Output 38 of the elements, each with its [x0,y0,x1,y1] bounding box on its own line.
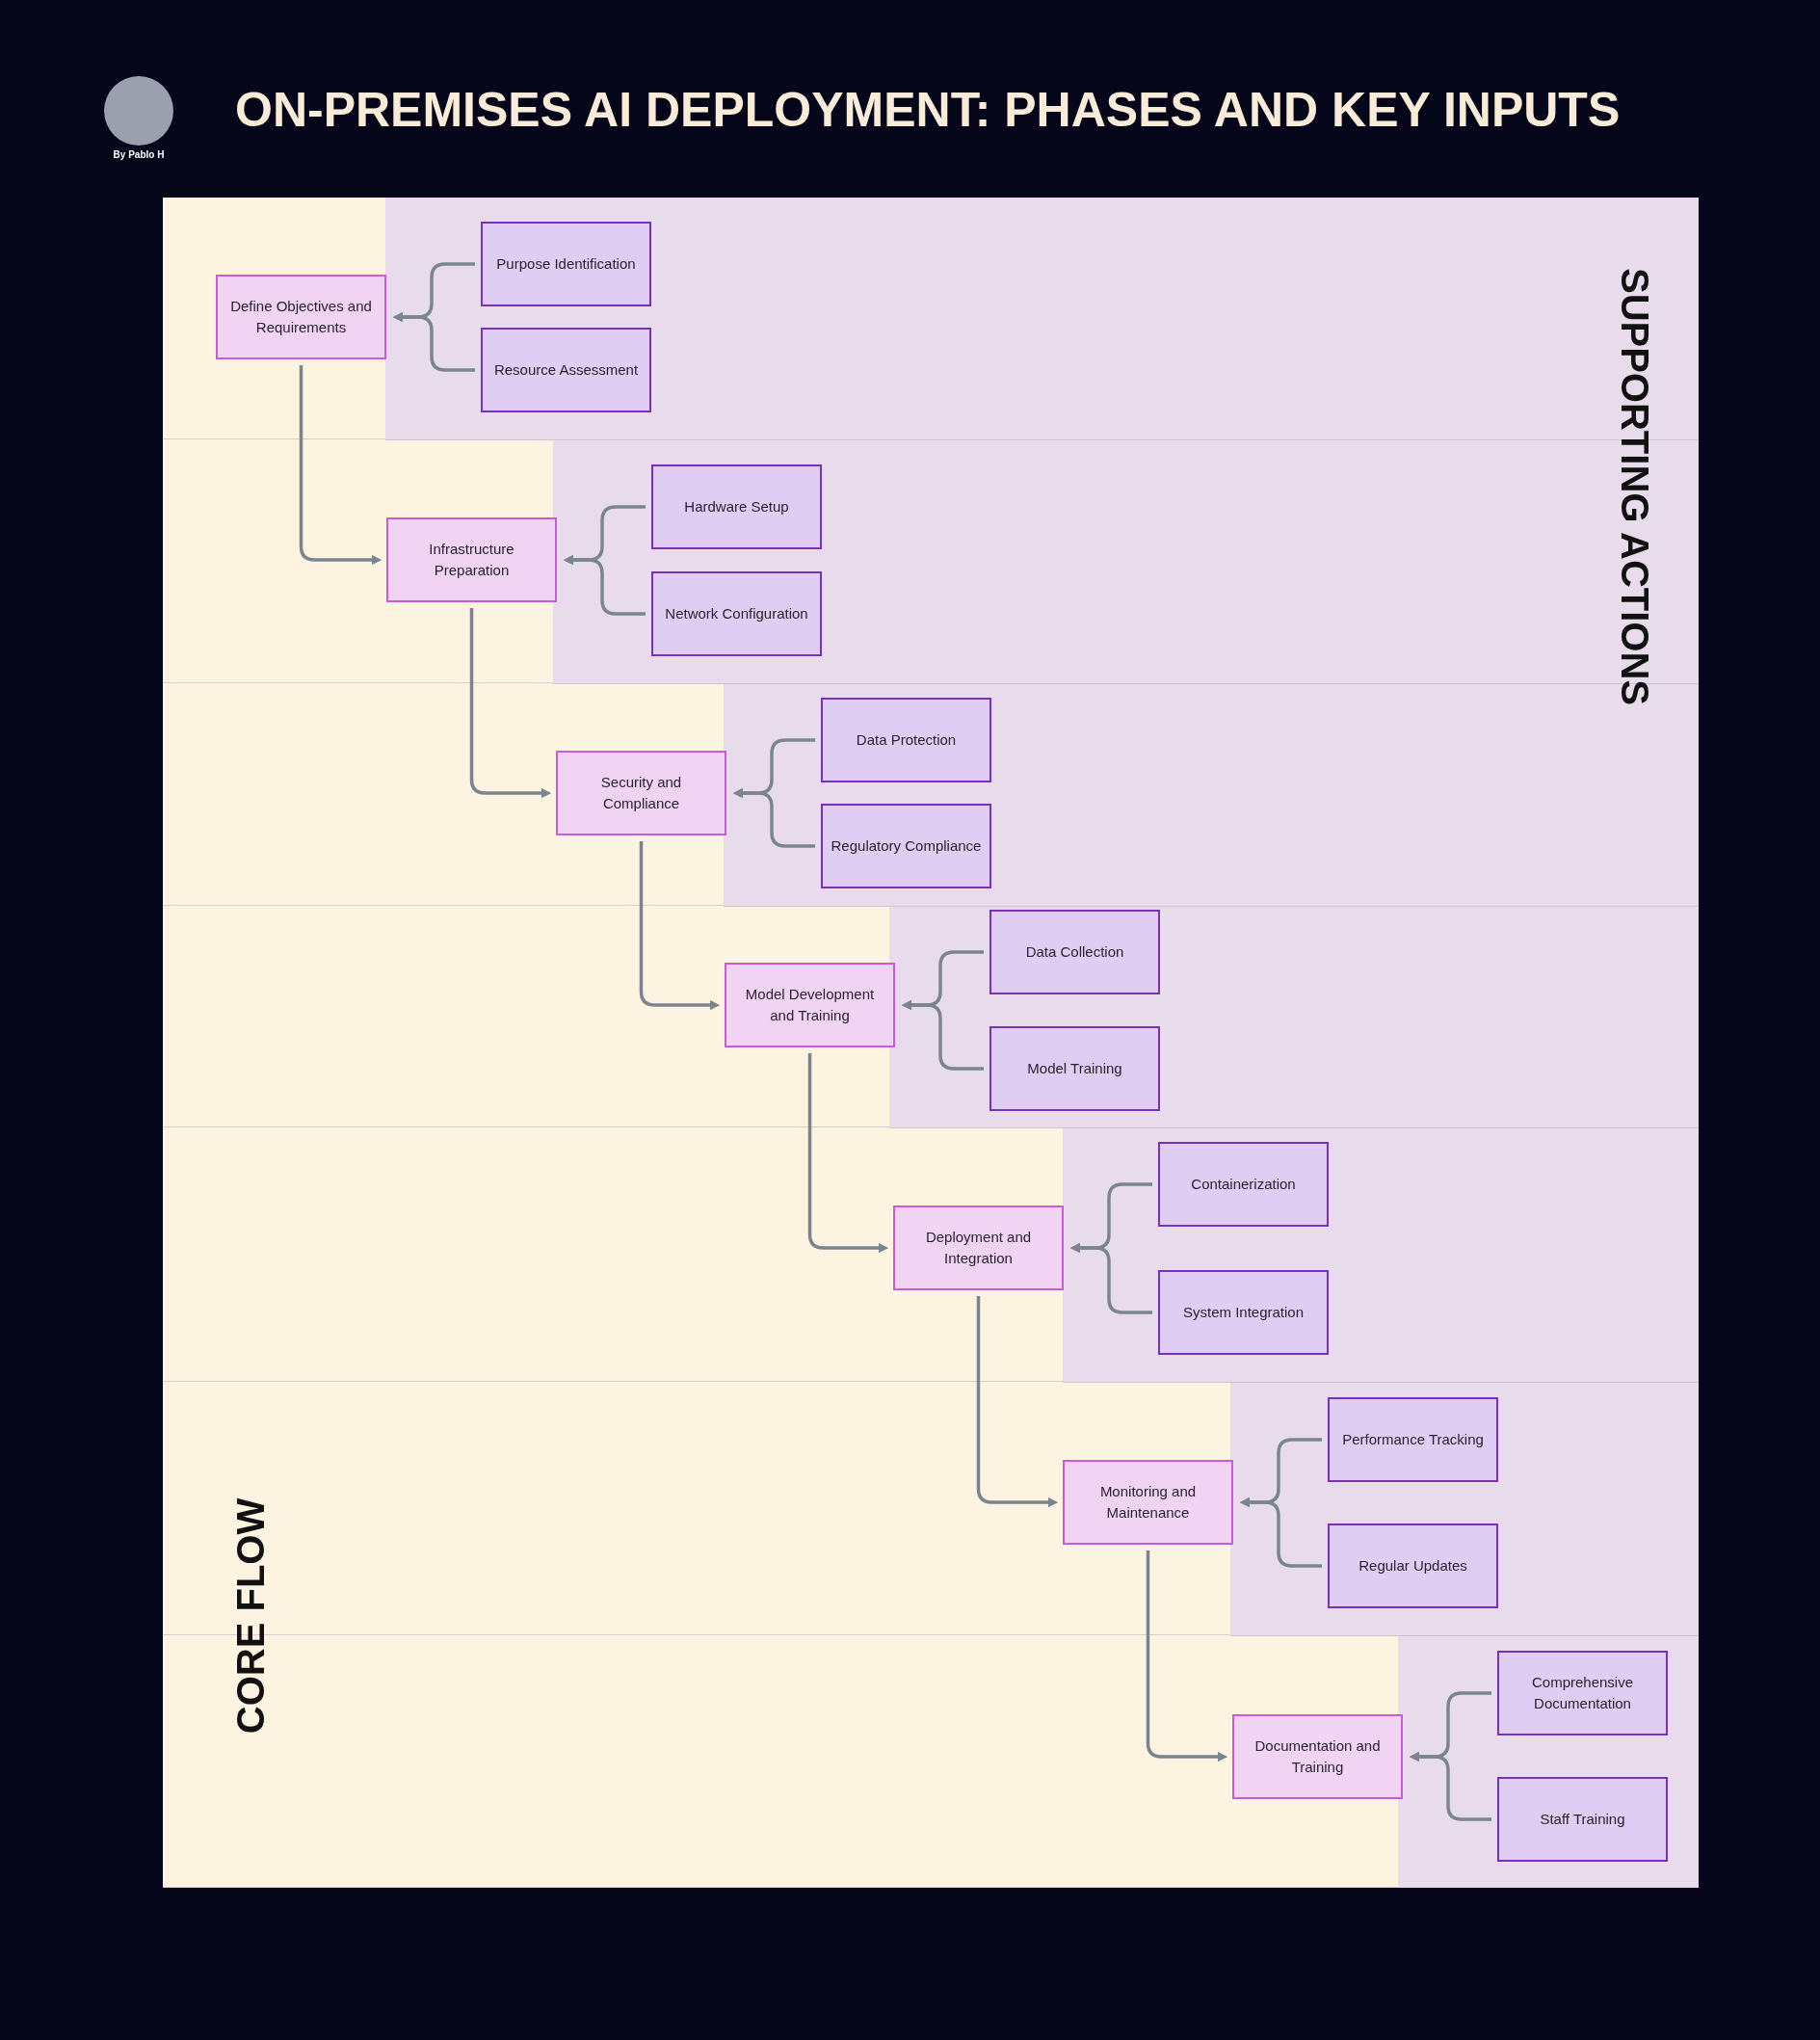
connector-arrow [976,1296,1059,1508]
input-box: Hardware Setup [651,464,822,549]
input-box: Staff Training [1497,1777,1668,1862]
connector-arrow [299,365,382,566]
input-box: Regular Updates [1328,1523,1498,1608]
connector-arrow [1239,1497,1322,1568]
input-box: Resource Assessment [481,328,651,412]
connector-arrow [732,787,815,848]
connector-arrow [563,554,646,616]
input-box: Comprehensive Documentation [1497,1651,1668,1735]
input-box: Performance Tracking [1328,1397,1498,1482]
phase-box: Deployment and Integration [893,1205,1064,1290]
author-credit: By Pablo H [112,148,166,162]
input-box: Purpose Identification [481,222,651,306]
title: ON-PREMISES AI DEPLOYMENT: PHASES AND KEY INPUTS [235,82,1621,139]
connector-arrow [807,1053,889,1254]
input-box: Data Protection [821,698,991,782]
phase-box: Security and Compliance [556,751,726,835]
connector-arrow [1069,1242,1152,1314]
connector-arrow [639,841,721,1011]
input-box: Containerization [1158,1142,1329,1227]
connector-arrow [1146,1550,1228,1762]
input-box: Data Collection [989,910,1160,994]
connector-arrow [901,999,984,1071]
connector-arrow [1409,1751,1491,1821]
phase-box: Monitoring and Maintenance [1063,1460,1233,1545]
input-box: Model Training [989,1026,1160,1111]
lane-heading: SUPPORTING ACTIONS [1613,267,1657,706]
lane-heading: CORE FLOW [228,1497,273,1735]
input-box: Network Configuration [651,571,822,656]
input-box: System Integration [1158,1270,1329,1355]
connector-arrow [469,608,552,799]
phase-box: Documentation and Training [1232,1714,1403,1799]
connector-arrow [392,311,475,372]
phase-box: Model Development and Training [725,963,895,1047]
phase-box: Infrastructure Preparation [386,517,557,602]
phase-box: Define Objectives and Requirements [216,275,386,359]
input-box: Regulatory Compliance [821,804,991,888]
